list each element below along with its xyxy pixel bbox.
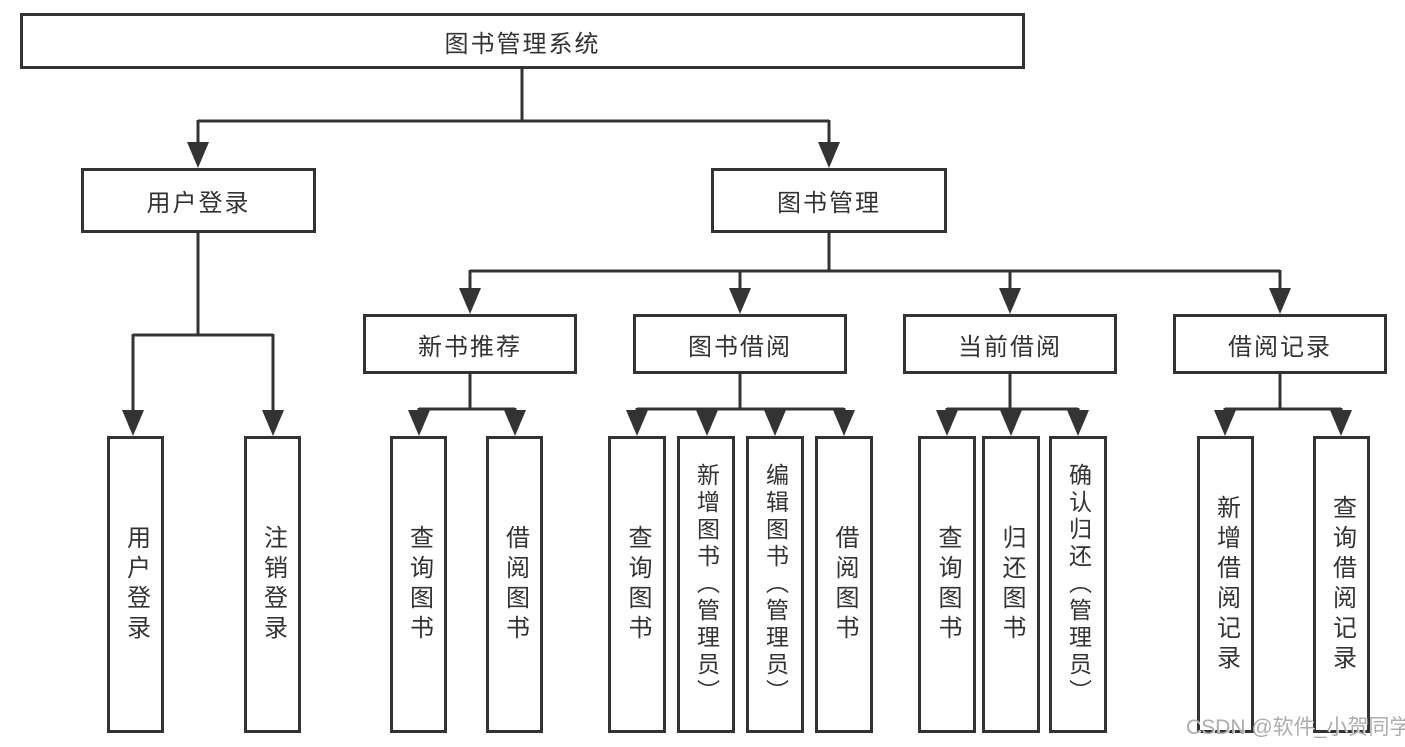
node-book-management-branch: 图书管理 <box>711 168 947 233</box>
node-borrow-records: 借阅记录 <box>1173 314 1387 374</box>
leaf-label: 借阅图书 <box>831 524 858 645</box>
group-label: 新书推荐 <box>418 333 522 361</box>
leaf-add-borrow-record: 新增借阅记录 <box>1197 436 1254 733</box>
leaf-label: 新增图书（管理员） <box>693 463 720 706</box>
leaf-query-borrow-record: 查询借阅记录 <box>1313 436 1370 733</box>
leaf-confirm-return-admin: 确认归还（管理员） <box>1049 436 1107 733</box>
leaf-query-books: 查询图书 <box>608 436 666 733</box>
group-label: 当前借阅 <box>958 333 1062 361</box>
node-book-borrow: 图书借阅 <box>633 314 847 374</box>
group-label: 借阅记录 <box>1228 333 1332 361</box>
leaf-borrow-books: 借阅图书 <box>815 436 873 733</box>
node-book-management-label: 图书管理 <box>777 190 881 217</box>
leaf-label: 借阅图书 <box>501 524 529 645</box>
leaf-add-books-admin: 新增图书（管理员） <box>677 436 735 733</box>
node-root-label: 图书管理系统 <box>444 30 601 58</box>
leaf-label: 注销登录 <box>259 524 287 645</box>
leaf-label: 查询图书 <box>624 524 651 645</box>
leaf-label: 查询图书 <box>934 524 961 645</box>
leaf-query-books: 查询图书 <box>918 436 976 733</box>
leaf-label: 编辑图书（管理员） <box>762 463 789 706</box>
leaf-edit-books-admin: 编辑图书（管理员） <box>746 436 804 733</box>
leaf-label: 查询图书 <box>405 524 433 645</box>
arrowhead-icons <box>122 142 1352 436</box>
leaf-query-books: 查询图书 <box>390 436 447 733</box>
csdn-watermark: CSDN @软件_小贺同学 <box>1186 716 1405 739</box>
leaf-user-login: 用户登录 <box>107 436 164 733</box>
leaf-logout: 注销登录 <box>244 436 301 733</box>
node-user-login-label: 用户登录 <box>146 190 251 217</box>
leaf-label: 用户登录 <box>122 524 150 645</box>
group-label: 图书借阅 <box>688 333 792 361</box>
node-root-system: 图书管理系统 <box>20 13 1025 69</box>
node-new-book-recommend: 新书推荐 <box>363 314 577 374</box>
leaf-label: 确认归还（管理员） <box>1065 463 1092 706</box>
leaf-borrow-books: 借阅图书 <box>486 436 543 733</box>
node-current-borrow: 当前借阅 <box>903 314 1117 374</box>
leaf-label: 归还图书 <box>998 524 1025 645</box>
node-user-login-branch: 用户登录 <box>81 168 316 233</box>
leaf-label: 新增借阅记录 <box>1212 494 1240 675</box>
leaf-return-books: 归还图书 <box>982 436 1040 733</box>
leaf-label: 查询借阅记录 <box>1328 494 1356 675</box>
